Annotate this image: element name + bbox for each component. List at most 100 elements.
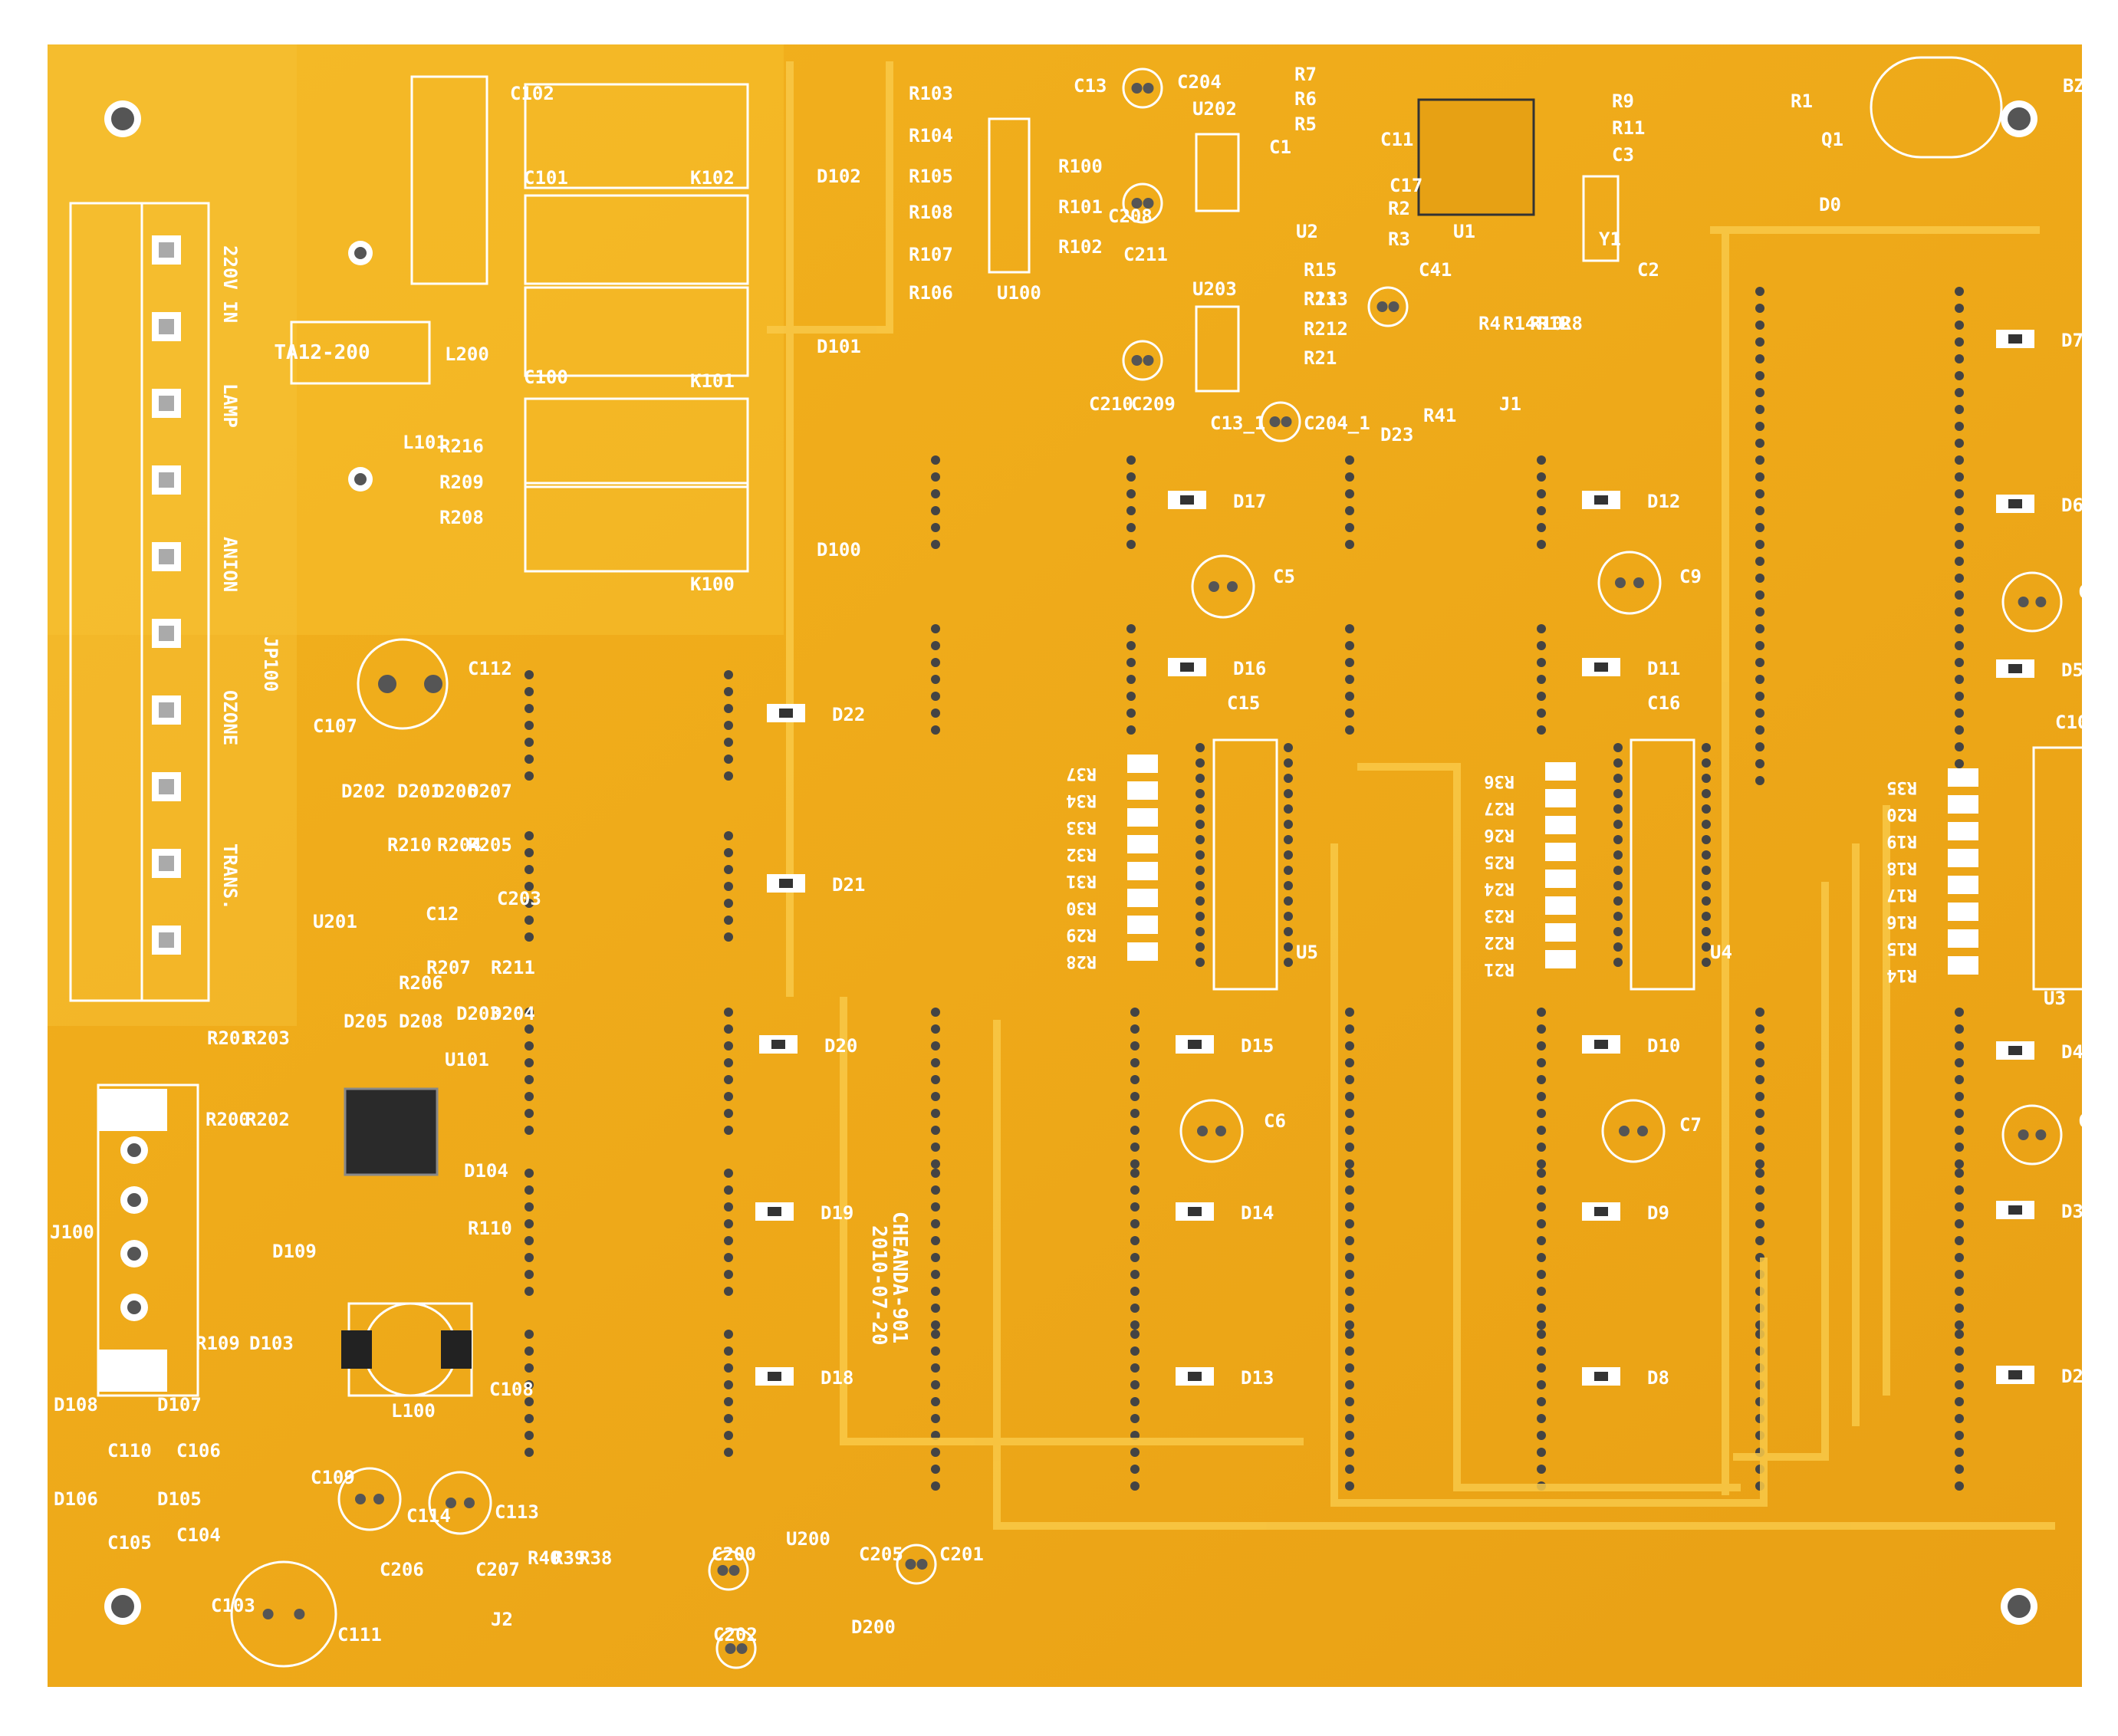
pad-hole	[525, 1270, 534, 1279]
pad-hole	[1126, 489, 1136, 498]
pad-hole	[1130, 1126, 1140, 1135]
silk-label: L100	[391, 1400, 436, 1422]
pad-hole	[1345, 1236, 1354, 1245]
pad-hole	[525, 704, 534, 713]
pad-hole	[1345, 1346, 1354, 1356]
silk-label: C207	[475, 1559, 520, 1580]
silk-label: D109	[272, 1241, 317, 1262]
silk-label: R204	[437, 834, 482, 856]
silk-label: C114	[406, 1505, 451, 1527]
capacitor-outline	[1122, 340, 1163, 381]
pad-hole	[724, 1431, 733, 1440]
silk-label: R13	[1304, 288, 1337, 310]
silk-label: R210	[387, 834, 432, 856]
pad-hole	[525, 738, 534, 747]
pad-hole	[931, 624, 940, 633]
capacitor-lead	[916, 1559, 928, 1570]
pad-hole	[1755, 557, 1764, 566]
silk-label: R38	[579, 1547, 612, 1569]
silk-label: R11	[1612, 117, 1645, 139]
pad-hole	[1345, 641, 1354, 650]
pad-hole	[1702, 774, 1711, 783]
pad-hole	[1126, 675, 1136, 684]
pad-hole	[525, 1448, 534, 1457]
capacitor-outline	[1191, 554, 1255, 619]
silk-label: C103	[211, 1595, 255, 1616]
pad-hole	[931, 1397, 940, 1406]
silk-label: R4	[1478, 313, 1501, 334]
pad-hole	[931, 658, 940, 667]
pad-hole	[1702, 804, 1711, 814]
pad-hole	[931, 1330, 940, 1339]
pad-hole	[1345, 1448, 1354, 1457]
pad-hole	[1955, 1008, 1964, 1017]
silk-label: R22	[1484, 932, 1515, 952]
silk-label: R16	[1886, 912, 1917, 931]
silk-label: C102	[510, 83, 554, 104]
pad-hole	[931, 1448, 940, 1457]
terminal-block	[69, 202, 210, 1002]
silk-label: R5	[1294, 113, 1317, 135]
pad-hole	[931, 1185, 940, 1195]
resistor-pad	[1127, 916, 1158, 934]
pad-hole	[1345, 1075, 1354, 1084]
terminal-pads	[152, 235, 181, 955]
pad-hole	[931, 1414, 940, 1423]
silk-label: R36	[1484, 771, 1515, 791]
silk-label: C106	[176, 1440, 221, 1461]
silk-label: D107	[157, 1394, 202, 1415]
smd-body	[1188, 1040, 1202, 1049]
pad-hole	[1195, 743, 1205, 752]
silk-label: R205	[468, 834, 512, 856]
capacitor-lead	[294, 1609, 305, 1619]
silk-label: C107	[313, 715, 357, 737]
silk-label: U101	[445, 1049, 489, 1070]
pad-hole	[1537, 1075, 1546, 1084]
pad-hole	[525, 1236, 534, 1245]
pad-hole	[525, 1041, 534, 1050]
pad-hole	[1955, 506, 1964, 515]
silk-label: D5	[2061, 659, 2083, 681]
silk-label: R211	[491, 957, 535, 978]
pad-hole	[525, 771, 534, 781]
silk-label: D20	[824, 1035, 857, 1057]
capacitor-lead	[717, 1565, 728, 1576]
silk-label: C100	[524, 367, 568, 388]
pad-hole	[1955, 422, 1964, 431]
pad-hole	[525, 1008, 534, 1017]
pad-hole	[1755, 1024, 1764, 1034]
pad-hole	[525, 1185, 534, 1195]
pad-hole	[1284, 942, 1293, 952]
pad-hole	[1755, 422, 1764, 431]
silk-label: R17	[1886, 885, 1917, 904]
mounting-holes	[104, 100, 2037, 1625]
pad-hole	[1345, 1092, 1354, 1101]
smd-body	[2008, 1205, 2022, 1215]
capacitor-lead	[2035, 597, 2047, 607]
pad-hole	[525, 899, 534, 908]
pad-hole	[724, 1185, 733, 1195]
pad-hole	[724, 1330, 733, 1339]
pad-hole	[1345, 506, 1354, 515]
smd-body	[1594, 1372, 1608, 1381]
pad-hole	[1345, 725, 1354, 735]
pad-hole	[1537, 1448, 1546, 1457]
pad-hole	[525, 1075, 534, 1084]
capacitor-outline	[1601, 1099, 1666, 1163]
pad-hole	[724, 704, 733, 713]
pad-hole	[1537, 1431, 1546, 1440]
smd-body	[1188, 1372, 1202, 1381]
silk-label: D23	[1380, 424, 1413, 446]
silk-label: D208	[399, 1011, 443, 1032]
silk-label: R25	[1484, 852, 1515, 871]
silk-label: U203	[1192, 278, 1237, 300]
pad-hole	[1955, 1024, 1964, 1034]
pad-hole	[1755, 675, 1764, 684]
smd-body	[2008, 1046, 2022, 1055]
capacitor-outline	[2001, 571, 2063, 633]
pad-hole	[1537, 641, 1546, 650]
ic-footprints	[988, 56, 2095, 991]
pad-hole	[1955, 371, 1964, 380]
pad-hole	[1755, 624, 1764, 633]
terminal-pad-hole	[159, 702, 174, 718]
